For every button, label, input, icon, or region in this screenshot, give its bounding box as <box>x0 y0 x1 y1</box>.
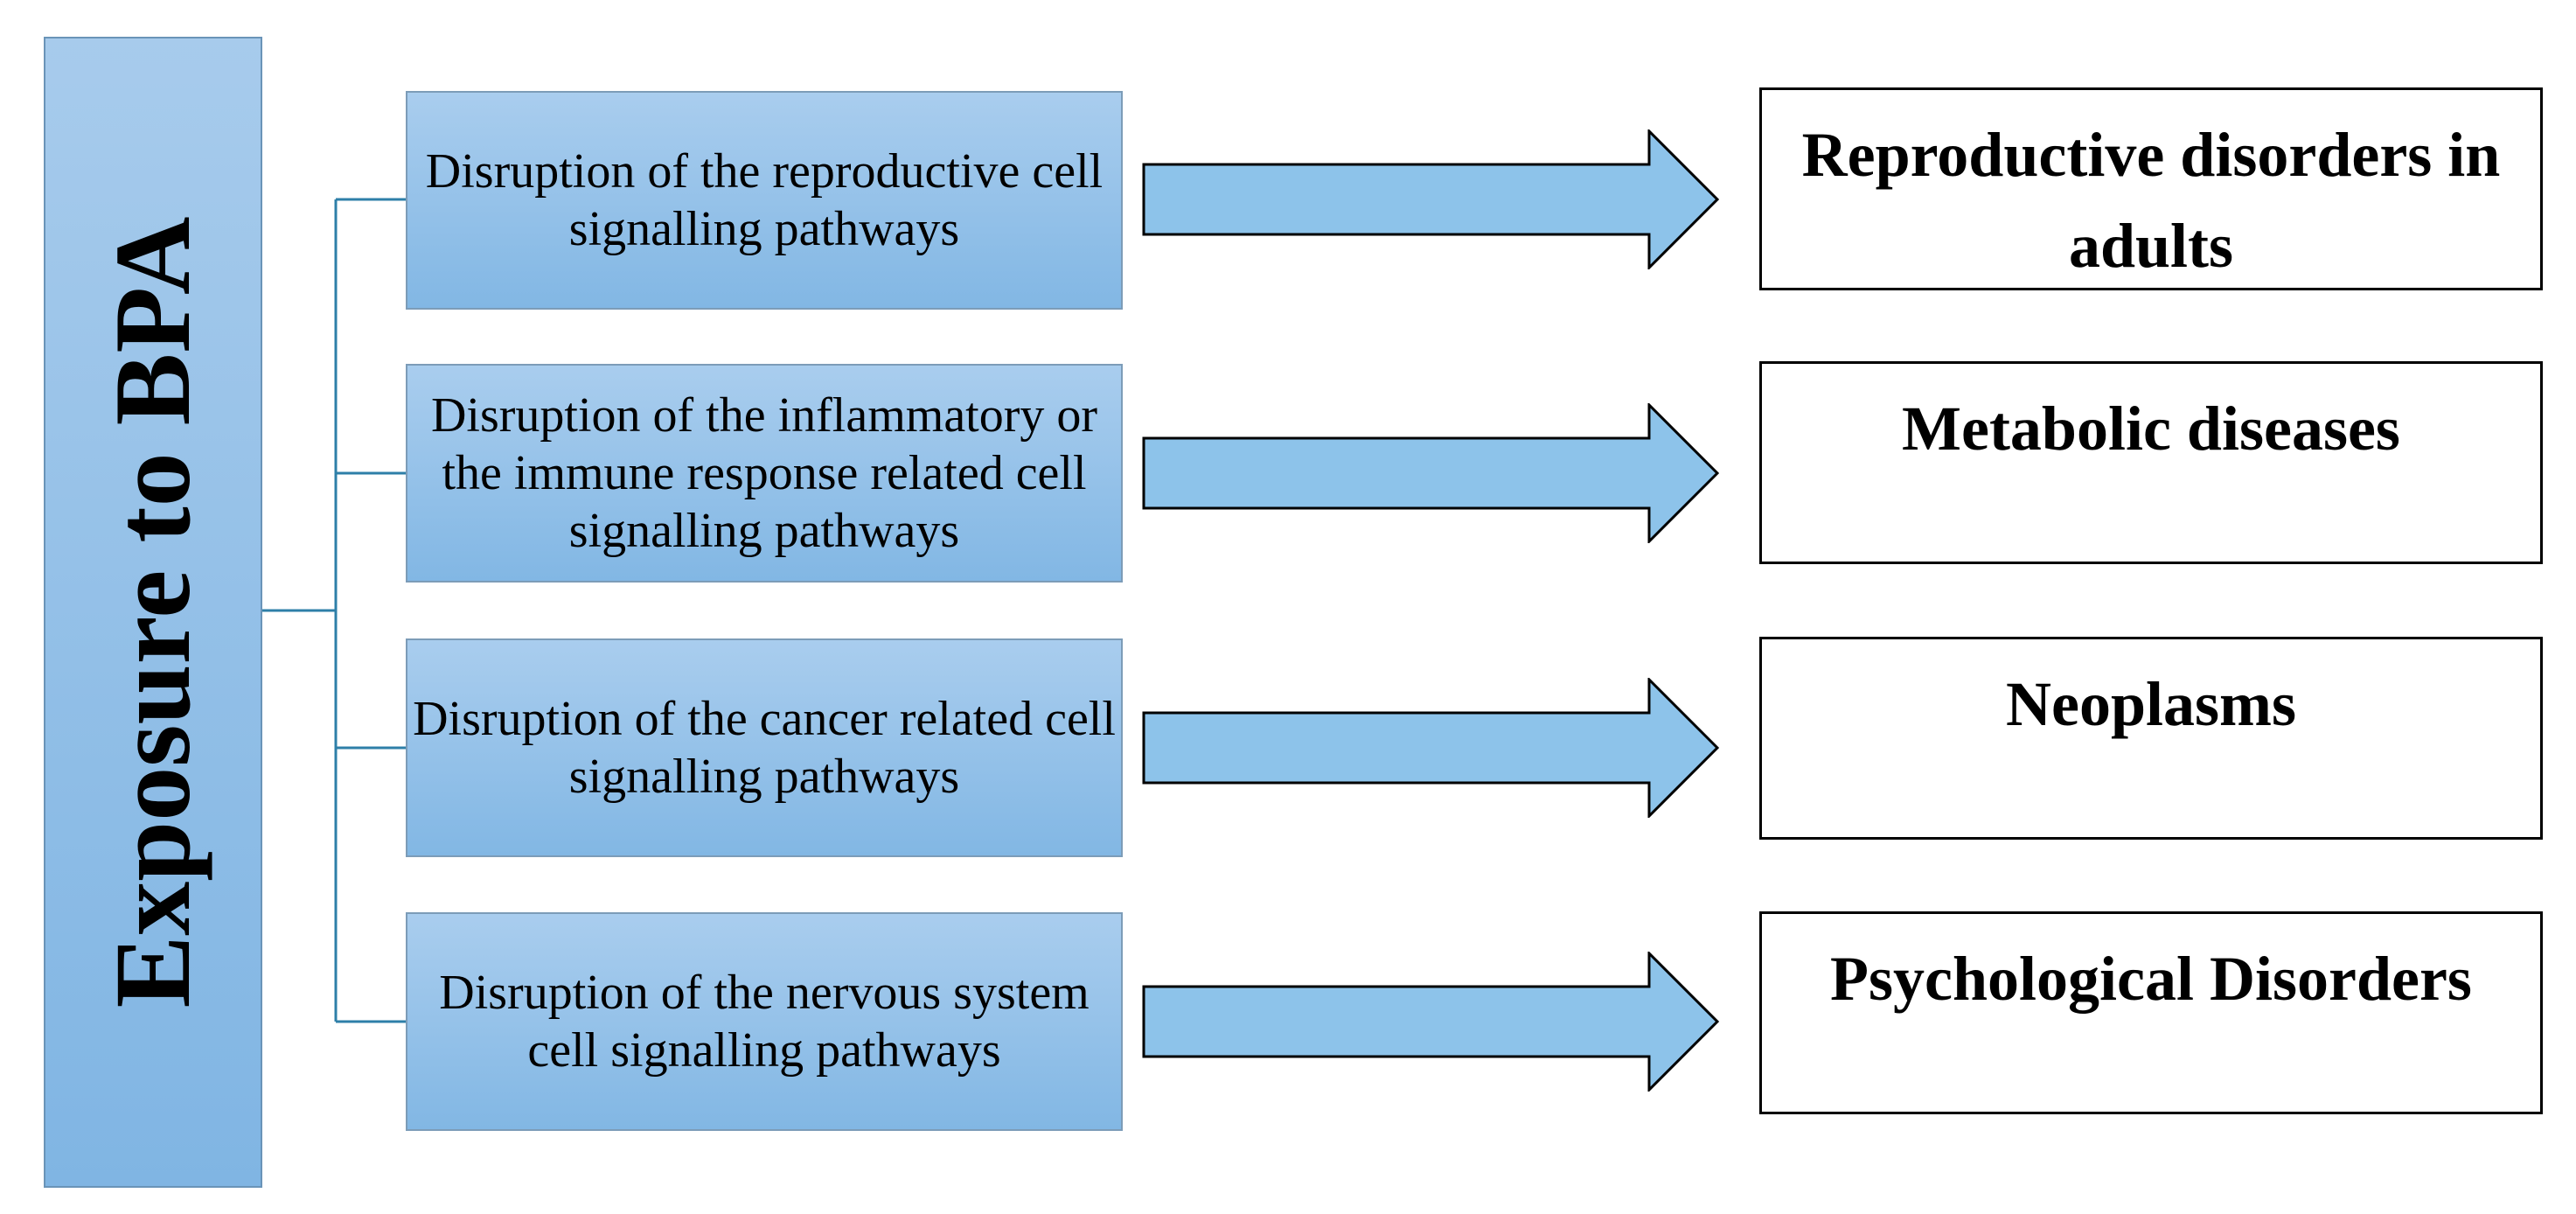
pathway-label: Disruption of the nervous system cell si… <box>439 966 1090 1078</box>
outcome-label: Reproductive disorders in adults <box>1801 120 2501 281</box>
arrow-right-icon <box>1142 403 1719 543</box>
pathway-box-reproductive: Disruption of the reproductive cell sign… <box>406 91 1123 310</box>
pathway-box-nervous: Disruption of the nervous system cell si… <box>406 912 1123 1131</box>
outcome-label: Psychological Disorders <box>1830 944 2472 1014</box>
outcome-box-metabolic: Metabolic diseases <box>1759 361 2543 564</box>
pathway-label: Disruption of the inflammatory or the im… <box>430 388 1098 558</box>
outcome-label: Neoplasms <box>2005 669 2296 739</box>
exposure-box: Exposure to BPA <box>44 37 262 1188</box>
outcome-box-psychological: Psychological Disorders <box>1759 911 2543 1114</box>
outcome-box-reproductive: Reproductive disorders in adults <box>1759 87 2543 290</box>
arrow-right-icon <box>1142 952 1719 1092</box>
outcome-box-neoplasms: Neoplasms <box>1759 637 2543 840</box>
pathway-box-cancer: Disruption of the cancer related cell si… <box>406 638 1123 857</box>
pathway-label: Disruption of the reproductive cell sign… <box>425 144 1104 256</box>
pathway-box-immune: Disruption of the inflammatory or the im… <box>406 364 1123 583</box>
pathway-label: Disruption of the cancer related cell si… <box>413 692 1116 804</box>
arrow-right-icon <box>1142 678 1719 818</box>
outcome-label: Metabolic diseases <box>1902 394 2400 464</box>
arrow-right-icon <box>1142 129 1719 269</box>
